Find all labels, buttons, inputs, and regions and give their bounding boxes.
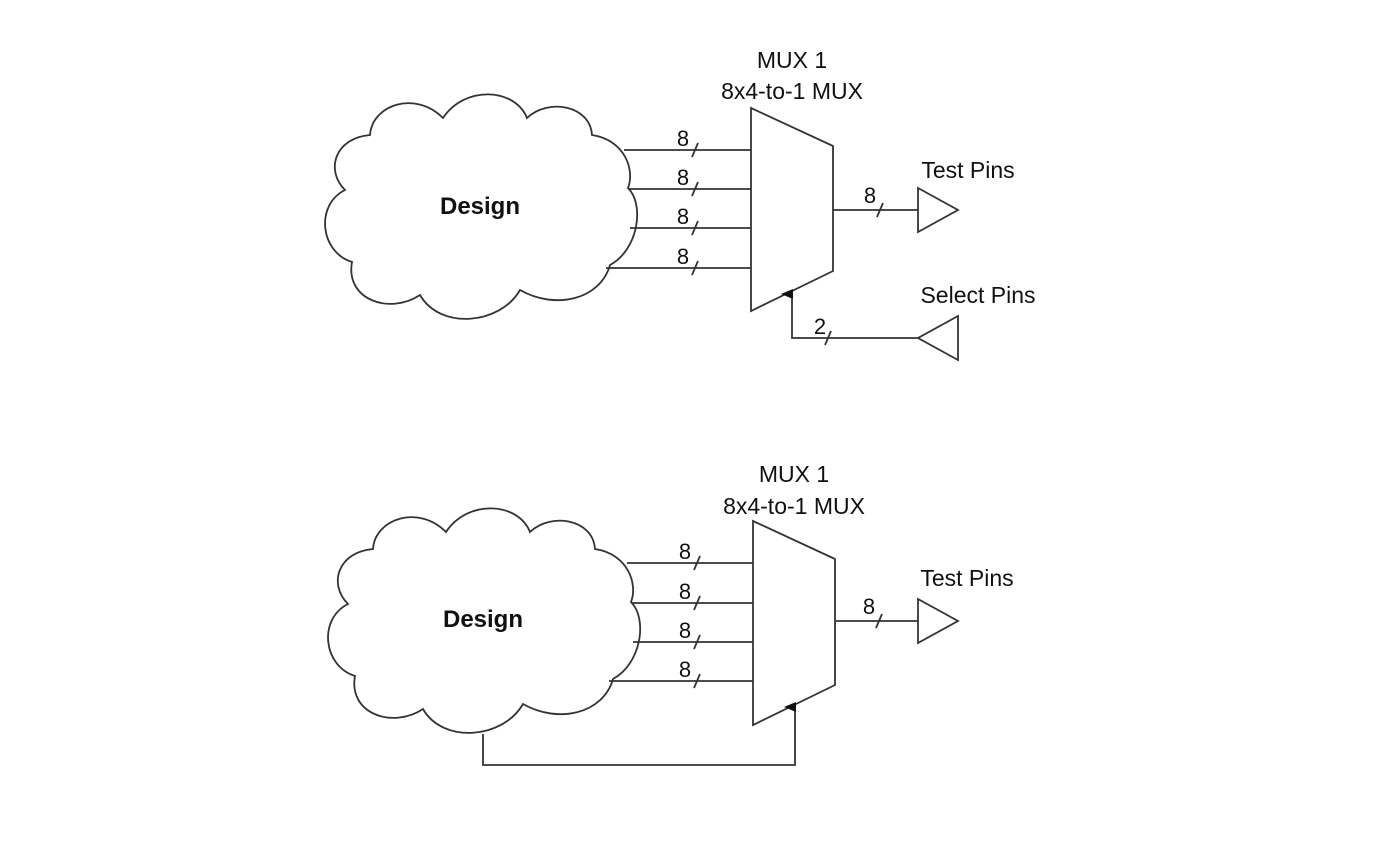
input-bus-width: 8 [677,165,689,190]
input-bus-width: 8 [679,579,691,604]
design-label: Design [440,193,520,220]
output-bus: 8 [833,183,918,218]
mux-subtitle: 8x4-to-1 MUX [721,78,863,104]
mux-block [752,519,836,727]
input-bus-3: 8 [630,204,751,236]
mux-subtitle: 8x4-to-1 MUX [723,493,865,519]
mux-block [750,106,834,313]
select-bus-width: 2 [814,314,826,339]
output-bus-width: 8 [864,183,876,208]
select-pins-label: Select Pins [920,282,1035,308]
input-bus-width: 8 [677,244,689,269]
input-bus-4: 8 [606,244,751,276]
input-bus-2: 8 [628,165,751,197]
input-bus-3: 8 [633,618,753,650]
internal-select-line [482,702,796,766]
input-bus-1: 8 [624,126,751,158]
mux-title: MUX 1 [759,461,829,487]
mux-title: MUX 1 [757,47,827,73]
select-bus: 2 [781,289,918,346]
design-cloud: Design [324,93,639,320]
input-bus-width: 8 [679,539,691,564]
test-pins-label: Test Pins [920,565,1013,591]
input-bus-width: 8 [677,126,689,151]
input-bus-width: 8 [679,657,691,682]
test-pins-buffer-icon [917,186,960,234]
select-pins-buffer-icon [916,314,959,362]
input-bus-1: 8 [627,539,753,571]
input-bus-4: 8 [609,657,753,689]
output-bus-width: 8 [863,594,875,619]
input-bus-width: 8 [679,618,691,643]
output-bus: 8 [835,594,918,629]
input-bus-width: 8 [677,204,689,229]
test-pins-label: Test Pins [921,157,1014,183]
top-diagram: Design MUX 1 8x4-to-1 MUX 8 8 8 8 [324,47,1036,362]
design-cloud: Design [327,507,642,734]
test-pins-buffer-icon [917,597,960,645]
input-bus-2: 8 [631,579,753,611]
design-label: Design [443,606,523,633]
bottom-diagram: Design MUX 1 8x4-to-1 MUX 8 8 8 8 [327,461,1014,766]
